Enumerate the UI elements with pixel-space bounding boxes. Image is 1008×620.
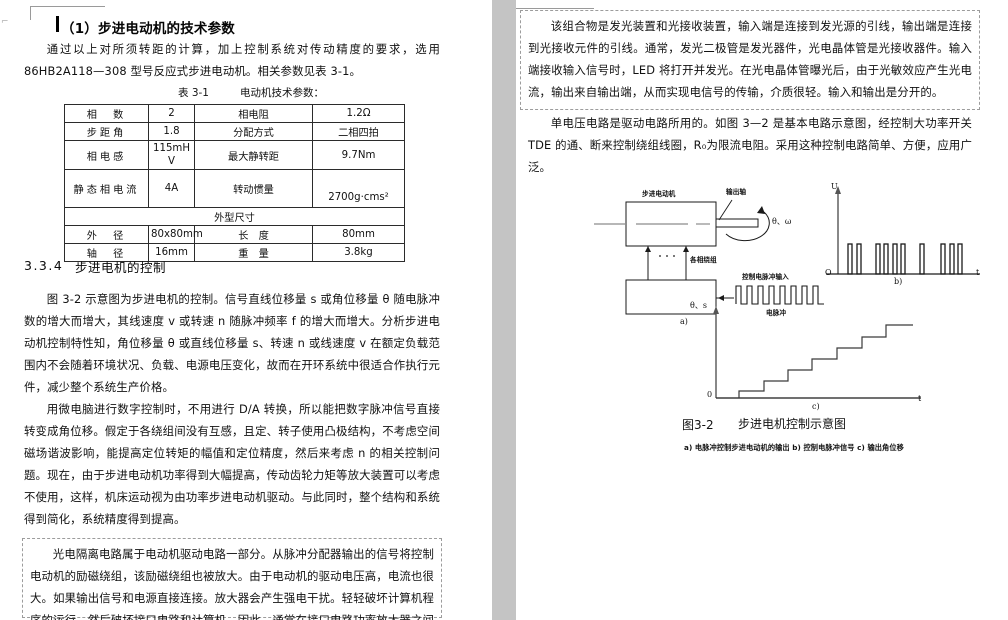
figure-axis-label-u: U: [831, 182, 838, 191]
inductance-value-line1: 115mH V: [152, 143, 191, 167]
table-row: 外 径 80x80mm 长 度 80mm: [64, 225, 405, 244]
table-row: 相 数 2 相电阻 1.2Ω: [64, 104, 405, 123]
cell-phase-resistance-label: 相电阻: [194, 104, 313, 123]
figure-axis-origin-o-c: 0: [707, 390, 713, 399]
section-paragraph-2-text: 用微电脑进行数字控制时，不用进行 D/A 转换，所以能把数字脉冲信号直接转变成角…: [24, 402, 440, 526]
cell-length-label: 长 度: [194, 225, 313, 244]
table-caption-number: 表 3-1: [178, 87, 209, 99]
cell-inductance-label: 相电感: [64, 140, 149, 170]
cell-inertia-label: 转动惯量: [194, 169, 313, 208]
cell-step-angle-label: 步距角: [64, 122, 149, 141]
figure-axis-label-t-c: t: [918, 394, 922, 403]
intro-paragraph: 通过以上对所须转距的计算，加上控制系统对传动精度的要求，选用 86HB2A118…: [24, 38, 440, 82]
figure-part-label-c: c): [812, 402, 820, 411]
cell-phase-resistance-value: 1.2Ω: [312, 104, 405, 123]
cell-shaft-diameter-label: 轴 径: [64, 243, 149, 262]
figure-caption-number: 图3-2: [682, 418, 714, 432]
table-row: 相电感 115mH V 最大静转距 9.7Nm: [64, 140, 405, 170]
right-paragraph-1: 单电压电路是驱动电路所用的。如图 3—2 是基本电路示意图，经控制大功率开关TD…: [528, 112, 972, 178]
crop-tick-icon: ⌐: [1, 17, 9, 27]
page-right: 该组合物是发光装置和光接收装置，输入端是连接到发光源的引线，输出端是连接到光接收…: [516, 0, 1008, 620]
section-number: 3.3.4: [24, 258, 64, 273]
cell-inductance-value: 115mH V: [148, 140, 195, 170]
cell-inertia-value: 2700g·cms²: [312, 169, 405, 208]
cell-shaft-diameter-value: 16mm: [148, 243, 195, 262]
table-caption-title: 电动机技术参数：: [240, 87, 324, 99]
table-row: 步距角 1.8 分配方式 二相四拍: [64, 122, 405, 141]
cell-phase-count-value: 2: [148, 104, 195, 123]
table-row: 轴 径 16mm 重 量 3.8kg: [64, 243, 405, 262]
cell-static-current-label: 静态相电流: [64, 169, 149, 208]
cell-distribution-value: 二相四拍: [312, 122, 405, 141]
figure-part-label-a: a): [680, 317, 688, 326]
cell-distribution-label: 分配方式: [194, 122, 313, 141]
cell-phase-count-label: 相 数: [64, 104, 149, 123]
table-row: 外型尺寸: [64, 207, 405, 226]
figure-label-pulse: 电脉冲: [766, 309, 787, 317]
figure-axis-label-theta-s: θ、s: [690, 301, 707, 310]
figure-caption-title: 步进电机控制示意图: [738, 417, 847, 431]
table-row: 静态相电流 4A 转动惯量 2700g·cms²: [64, 169, 405, 208]
left-callout-paragraph: 光电隔离电路属于电动机驱动电路一部分。从脉冲分配器输出的信号将控制电动机的励磁绕…: [30, 543, 434, 620]
figure-axis-origin-o-b: O: [825, 268, 832, 277]
left-callout-paragraph-text: 光电隔离电路属于电动机驱动电路一部分。从脉冲分配器输出的信号将控制电动机的励磁绕…: [30, 547, 434, 620]
page-edge-marker-left: [30, 6, 31, 20]
section-paragraph-2: 用微电脑进行数字控制时，不用进行 D/A 转换，所以能把数字脉冲信号直接转变成角…: [24, 398, 440, 530]
figure-axis-label-shaft-rotation: θ、ω: [772, 217, 792, 226]
cell-dimensions-span-label: 外型尺寸: [64, 207, 405, 226]
section-title: 步进电机的控制: [75, 260, 167, 275]
motor-spec-table: 相 数 2 相电阻 1.2Ω 步距角 1.8 分配方式 二相四拍 相电感 115…: [64, 104, 405, 262]
right-callout-box: [520, 10, 980, 110]
page-gutter: [492, 0, 516, 620]
heading-accent-bar: [56, 16, 59, 32]
figure-3-2: 步进电动机 输出轴 各相绕组 控制电脉冲输入 电脉冲 θ、ω U O t b) …: [576, 176, 996, 411]
inertia-value-text: 2700g·cms²: [328, 192, 389, 203]
figure-3-2-drawing: [594, 186, 980, 399]
figure-label-output-shaft: 输出轴: [726, 188, 747, 196]
page-edge-marker-top-right: [516, 8, 594, 9]
figure-axis-label-t-b: t: [976, 268, 980, 277]
cell-step-angle-value: 1.8: [148, 122, 195, 141]
cell-weight-label: 重 量: [194, 243, 313, 262]
cell-outer-diameter-value: 80x80mm: [148, 225, 203, 244]
figure-label-phase-windings: 各相绕组: [690, 256, 717, 264]
figure-part-label-b: b): [894, 277, 903, 286]
page-left: ⌐ （1）步进电动机的技术参数 通过以上对所须转距的计算，加上控制系统对传动精度…: [0, 0, 492, 620]
cell-static-current-value: 4A: [148, 169, 195, 208]
cell-length-value: 80mm: [312, 225, 405, 244]
left-callout-box: [22, 538, 442, 618]
page-edge-marker-top: [30, 6, 105, 7]
figure-label-motor-block: 步进电动机: [642, 190, 676, 198]
cell-weight-value: 3.8kg: [312, 243, 405, 262]
cell-holding-torque-value: 9.7Nm: [312, 140, 405, 170]
figure-label-pulse-input: 控制电脉冲输入: [742, 273, 789, 281]
section-paragraph-1: 图 3-2 示意图为步进电机的控制。信号直线位移量 s 或角位移量 θ 随电脉冲…: [24, 288, 440, 398]
intro-paragraph-text: 通过以上对所须转距的计算，加上控制系统对传动精度的要求，选用 86HB2A118…: [24, 42, 440, 78]
page-title: （1）步进电动机的技术参数: [61, 21, 235, 37]
cell-outer-diameter-label: 外 径: [64, 225, 149, 244]
right-callout-paragraph-text: 该组合物是发光装置和光接收装置，输入端是连接到发光源的引线，输出端是连接到光接收…: [528, 19, 972, 99]
cell-holding-torque-label: 最大静转距: [194, 140, 313, 170]
right-paragraph-1-text: 单电压电路是驱动电路所用的。如图 3—2 是基本电路示意图，经控制大功率开关TD…: [528, 116, 972, 174]
section-paragraph-1-text: 图 3-2 示意图为步进电机的控制。信号直线位移量 s 或角位移量 θ 随电脉冲…: [24, 292, 440, 394]
figure-subcaption: a) 电脉冲控制步进电动机的输出 b) 控制电脉冲信号 c) 输出角位移: [684, 443, 904, 452]
right-callout-paragraph: 该组合物是发光装置和光接收装置，输入端是连接到发光源的引线，输出端是连接到光接收…: [528, 15, 972, 103]
